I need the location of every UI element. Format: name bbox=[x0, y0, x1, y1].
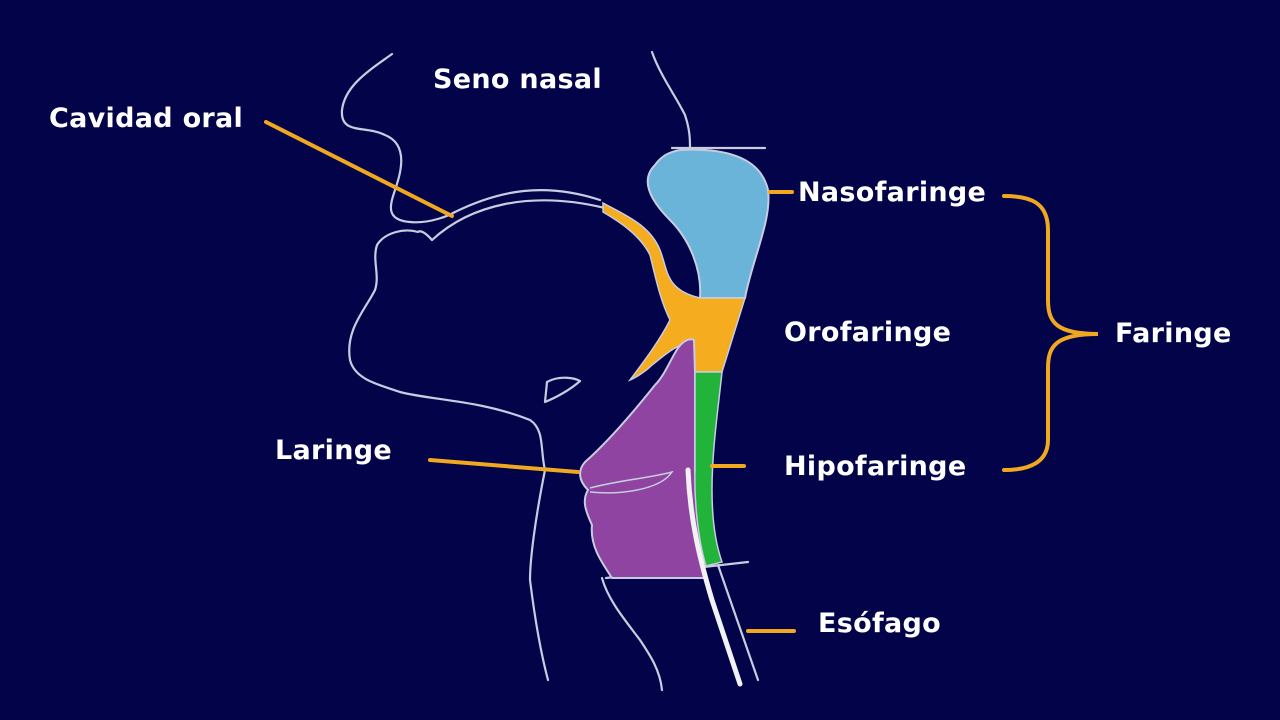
hypopharynx-region bbox=[694, 371, 723, 567]
esophagus-tube bbox=[685, 467, 743, 687]
label-seno-nasal: Seno nasal bbox=[433, 64, 602, 95]
vocal-fold bbox=[589, 470, 674, 494]
label-nasofaringe: Nasofaringe bbox=[798, 177, 987, 208]
head-outline bbox=[340, 50, 767, 692]
leader-laringe bbox=[428, 458, 580, 474]
label-laringe: Laringe bbox=[275, 435, 392, 466]
nasopharynx-region bbox=[646, 148, 770, 299]
oropharynx-region bbox=[602, 201, 747, 382]
label-faringe: Faringe bbox=[1115, 318, 1232, 349]
label-hipofaringe: Hipofaringe bbox=[784, 451, 967, 482]
label-esofago: Esófago bbox=[818, 608, 942, 639]
leader-cavidad-oral bbox=[264, 120, 454, 218]
faringe-brace bbox=[1002, 194, 1099, 472]
larynx-region bbox=[579, 338, 707, 579]
label-orofaringe: Orofaringe bbox=[784, 317, 952, 348]
label-cavidad-oral: Cavidad oral bbox=[49, 103, 244, 134]
leader-lines bbox=[264, 120, 1099, 633]
